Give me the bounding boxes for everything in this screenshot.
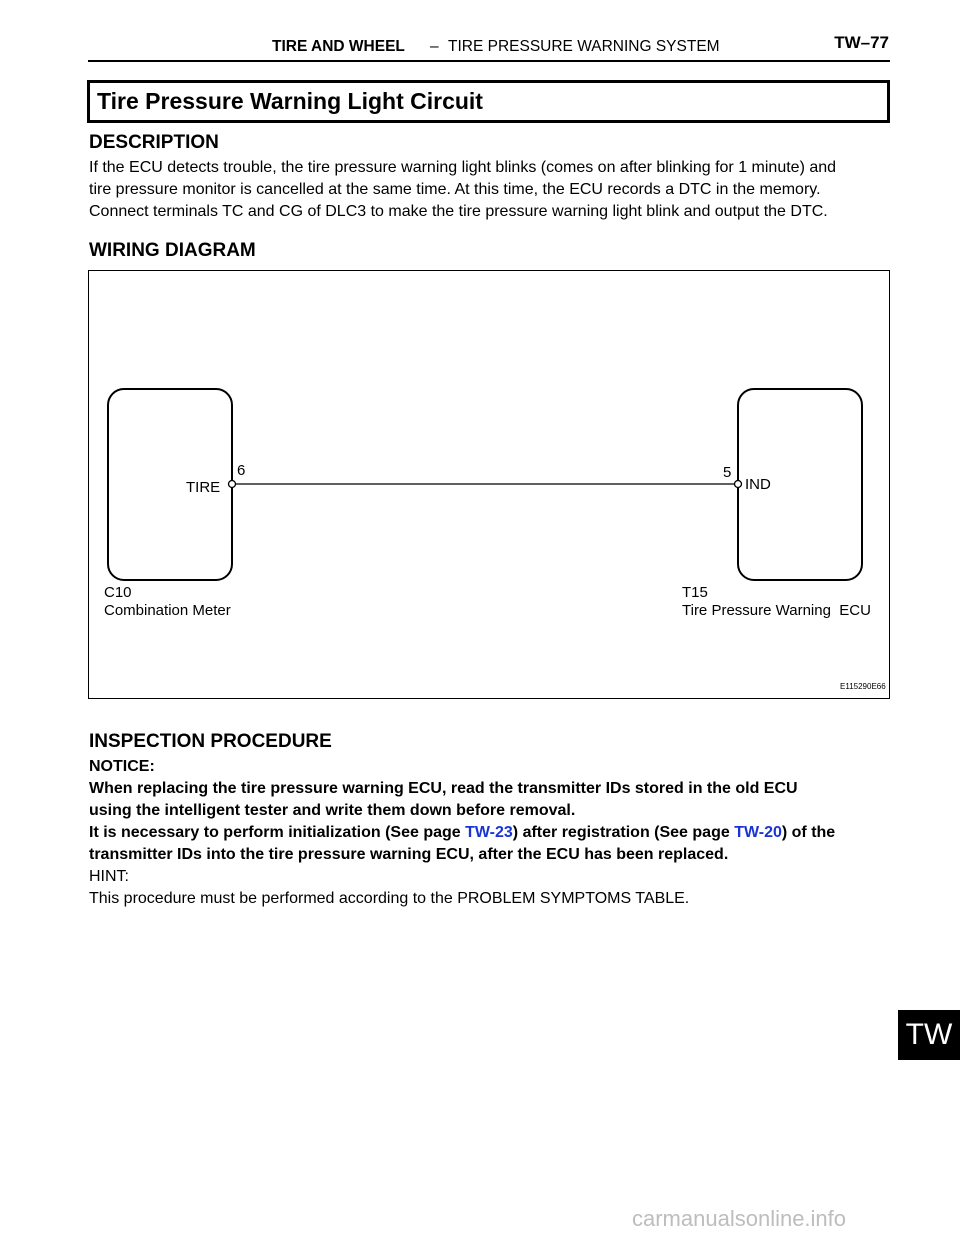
figure-id: E115290E66 (840, 682, 886, 691)
page-number: TW–77 (834, 33, 889, 52)
notice-label: NOTICE: (89, 758, 155, 775)
notice-line-3-part-b: ) after registration (See page (512, 824, 735, 841)
hint-text: This procedure must be performed accordi… (89, 890, 690, 907)
header-rule (88, 60, 890, 62)
notice-line-3-part-a: It is necessary to perform initializatio… (89, 824, 466, 841)
wiring-diagram: TIRE 6 5 IND C10 Combination Meter T15 T… (88, 270, 890, 699)
description-line-2: tire pressure monitor is cancelled at th… (89, 181, 821, 198)
header-section: TIRE AND WHEEL (272, 38, 405, 55)
terminal-label-ind: IND (745, 476, 771, 493)
inspection-heading: INSPECTION PROCEDURE (89, 731, 332, 752)
diagram-frame (88, 270, 890, 699)
pin-number-5: 5 (723, 464, 731, 481)
pin-number-6: 6 (237, 462, 245, 479)
component-name-ecu: Tire Pressure Warning ECU (682, 602, 871, 619)
notice-line-3: It is necessary to perform initializatio… (89, 822, 835, 844)
description-line-1: If the ECU detects trouble, the tire pre… (89, 159, 837, 176)
watermark: carmanualsonline.info (632, 1206, 847, 1231)
section-tab-tw: TW (898, 1010, 960, 1060)
connector-code-t15: T15 (682, 584, 708, 601)
terminal-label-tire: TIRE (186, 479, 220, 496)
wiring-heading: WIRING DIAGRAM (89, 240, 256, 261)
description-heading: DESCRIPTION (89, 132, 219, 153)
header-separator: – (430, 38, 439, 55)
link-tw-20[interactable]: TW-20 (734, 824, 782, 841)
hint-label: HINT: (89, 868, 129, 885)
notice-line-2: using the intelligent tester and write t… (89, 802, 576, 819)
connector-code-c10: C10 (104, 584, 132, 601)
terminal-ind-pin (733, 479, 743, 489)
notice-line-3-part-c: ) of the (781, 824, 836, 841)
header-subsection: TIRE PRESSURE WARNING SYSTEM (448, 38, 720, 55)
notice-line-4: transmitter IDs into the tire pressure w… (89, 846, 729, 863)
terminal-tire-pin (227, 479, 237, 489)
title-box: Tire Pressure Warning Light Circuit (87, 80, 890, 123)
notice-line-1: When replacing the tire pressure warning… (89, 780, 798, 797)
page-title: Tire Pressure Warning Light Circuit (97, 88, 483, 114)
description-line-3: Connect terminals TC and CG of DLC3 to m… (89, 203, 828, 220)
link-tw-23[interactable]: TW-23 (465, 824, 513, 841)
component-name-combination-meter: Combination Meter (104, 602, 231, 619)
